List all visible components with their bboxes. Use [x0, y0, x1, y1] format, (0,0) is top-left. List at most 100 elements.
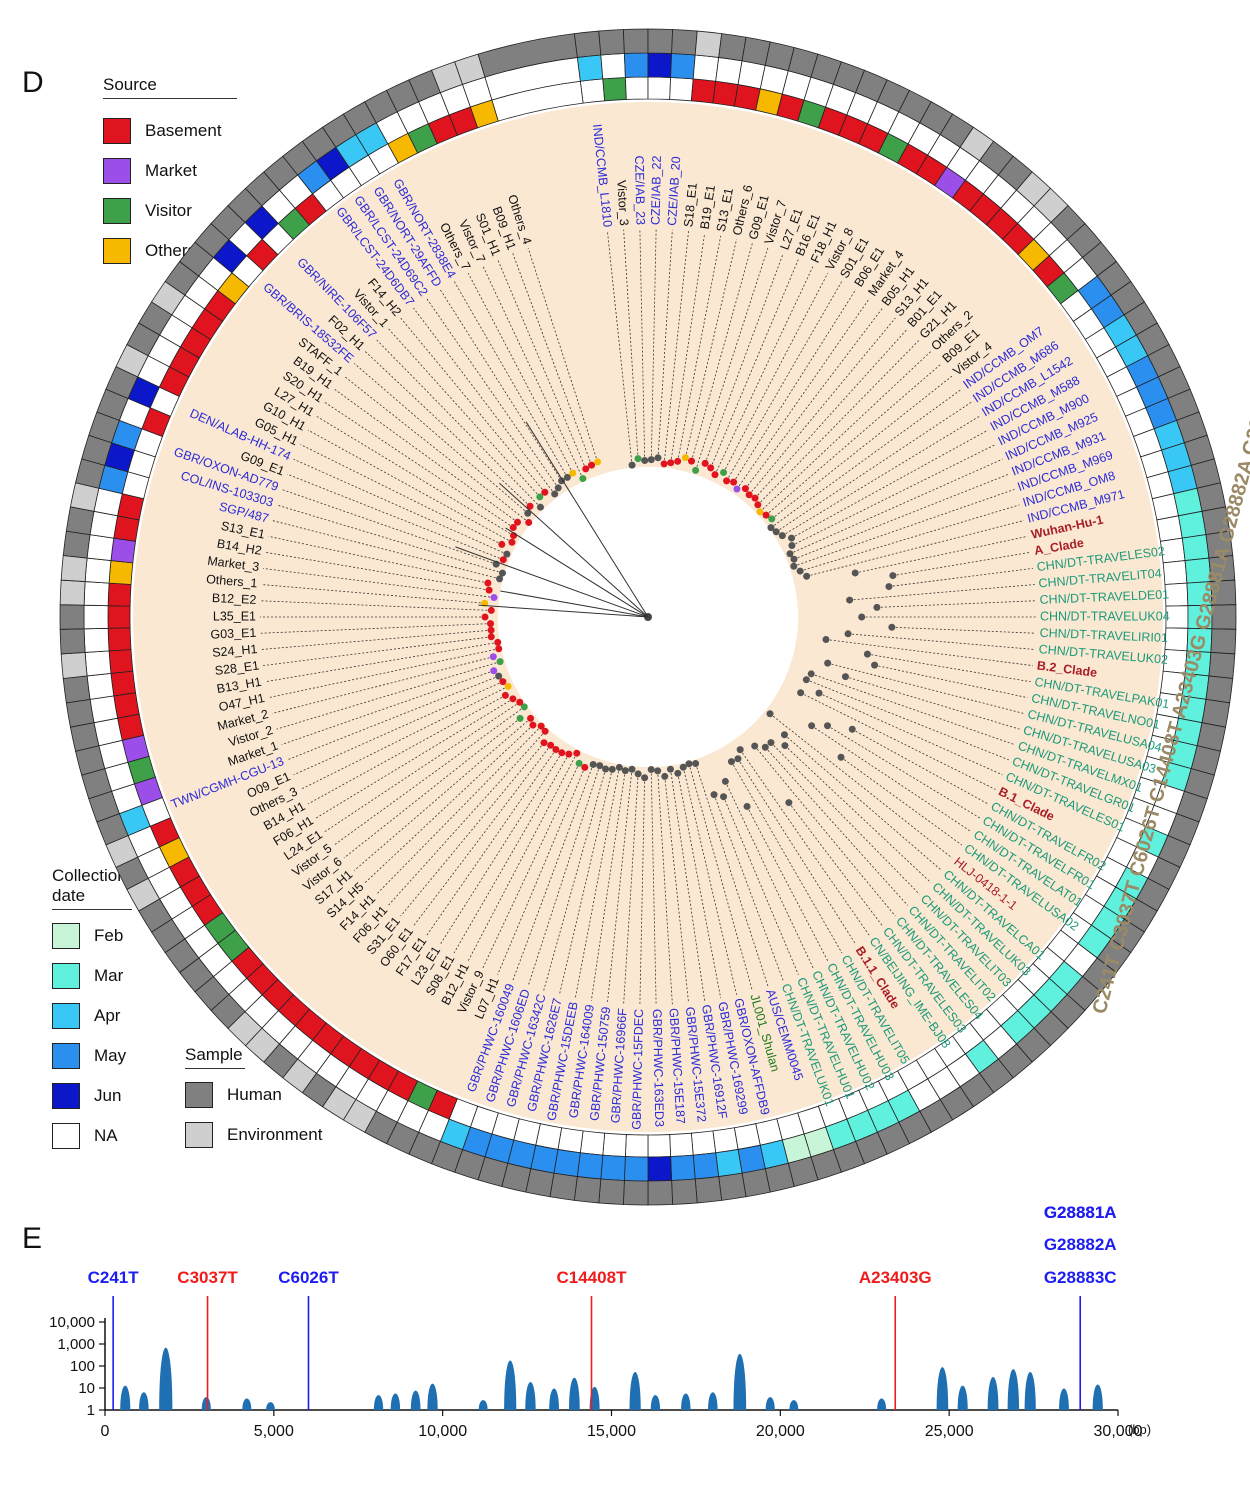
tip-node [520, 703, 528, 711]
tip-label: L35_E1 [213, 609, 256, 623]
tip-node [756, 508, 764, 516]
coverage-peak [427, 1383, 438, 1410]
ring-date-cell [1177, 510, 1207, 539]
sample-legend-swatch [185, 1122, 213, 1148]
tip-connector [388, 730, 546, 906]
panel-e-letter: E [22, 1222, 43, 1255]
tip-node [573, 749, 581, 757]
tip-connector [265, 642, 498, 683]
tip-node [681, 454, 689, 462]
tip-label: CZE/IAB_22 [649, 155, 664, 225]
date-legend-label: Apr [94, 1006, 121, 1025]
tip-node [487, 606, 495, 614]
ring-source-cell [110, 537, 137, 564]
source-legend-item: Others [103, 231, 238, 271]
ring-date-cell [86, 534, 115, 561]
ring-date-cell [600, 53, 626, 80]
tip-node [745, 491, 753, 499]
tip-connector [670, 769, 706, 1001]
tip-connector [426, 298, 559, 489]
x-tick-label: 15,000 [587, 1423, 636, 1440]
tip-connector [784, 745, 932, 883]
x-tick-label: 20,000 [756, 1423, 805, 1440]
tip-node [824, 659, 832, 667]
tip-node [692, 466, 700, 474]
ring-sample-cell [647, 1180, 674, 1206]
ring-source-cell [733, 1123, 761, 1150]
tip-connector [639, 229, 646, 461]
tip-connector [892, 551, 1031, 576]
tip-connector [664, 776, 689, 1003]
tip-connector [852, 728, 989, 805]
tip-node [634, 455, 642, 463]
ring-date-cell [89, 695, 119, 724]
ring-sample-cell [718, 1172, 747, 1201]
date-legend-label: Mar [94, 966, 124, 985]
tip-connector [759, 351, 932, 513]
tip-node [504, 682, 512, 690]
tip-connector [268, 535, 488, 584]
tip-node [554, 484, 562, 492]
ring-source-cell [108, 560, 134, 585]
source-legend-swatch [103, 118, 131, 144]
mutation-marker-label: G28881A [1044, 1203, 1117, 1222]
ring-date-cell [83, 627, 110, 653]
y-tick-label: 1 [87, 1402, 95, 1419]
ring-date-cell [576, 1152, 604, 1180]
ring-date-cell [692, 1152, 720, 1180]
tip-node [710, 791, 718, 799]
tip-node [767, 739, 775, 747]
tip-node [499, 678, 507, 686]
ring-source-cell [602, 1132, 627, 1157]
ring-source-cell [602, 77, 627, 102]
coverage-peak [242, 1398, 252, 1410]
tree-branch [500, 590, 649, 618]
tip-node [788, 542, 796, 550]
tip-node [733, 485, 741, 493]
tip-connector [688, 763, 753, 991]
tip-connector [788, 802, 883, 927]
coverage-peak [789, 1400, 799, 1410]
tip-node [666, 765, 674, 773]
tip-connector [439, 752, 563, 945]
tip-connector [467, 272, 574, 474]
coverage-peak [1059, 1388, 1069, 1410]
tip-connector [324, 701, 520, 833]
tip-node [551, 490, 559, 498]
tip-node [536, 493, 544, 501]
tip-connector [657, 770, 673, 1005]
tip-connector [791, 429, 989, 539]
tip-label: Others_1 [206, 572, 258, 590]
ring-sample-cell [694, 1176, 723, 1204]
tip-connector [855, 535, 1028, 574]
tip-connector [650, 229, 657, 460]
tip-node [822, 635, 830, 643]
tip-connector [413, 745, 551, 927]
tip-node [790, 562, 798, 570]
tip-node [541, 488, 549, 496]
tip-connector [512, 764, 594, 981]
ring-sample-cell [62, 530, 91, 559]
tip-connector [293, 458, 508, 555]
source-legend-item: Market [103, 151, 238, 191]
tip-node [808, 722, 816, 730]
ring-source-cell [712, 80, 739, 107]
ring-sample-cell [1210, 628, 1237, 655]
source-legend-swatch [103, 198, 131, 224]
tip-connector [825, 639, 1033, 667]
tree-branch [478, 604, 649, 618]
tip-node [780, 731, 788, 739]
tip-connector [300, 444, 502, 545]
tip-node [885, 583, 893, 591]
tip-connector [287, 675, 499, 761]
tip-label: GBR/PHWC-163ED3 [650, 1009, 666, 1127]
clade-sector-local-upper [133, 102, 1163, 1132]
ring-source-cell [647, 76, 672, 100]
source-legend-label: Market [145, 161, 197, 180]
tip-node [863, 650, 871, 658]
y-tick-label: 100 [70, 1358, 95, 1375]
ring-source-cell [624, 1134, 649, 1158]
tip-label: S28_E1 [214, 658, 260, 677]
tip-node [524, 509, 532, 517]
tip-node [489, 653, 497, 661]
